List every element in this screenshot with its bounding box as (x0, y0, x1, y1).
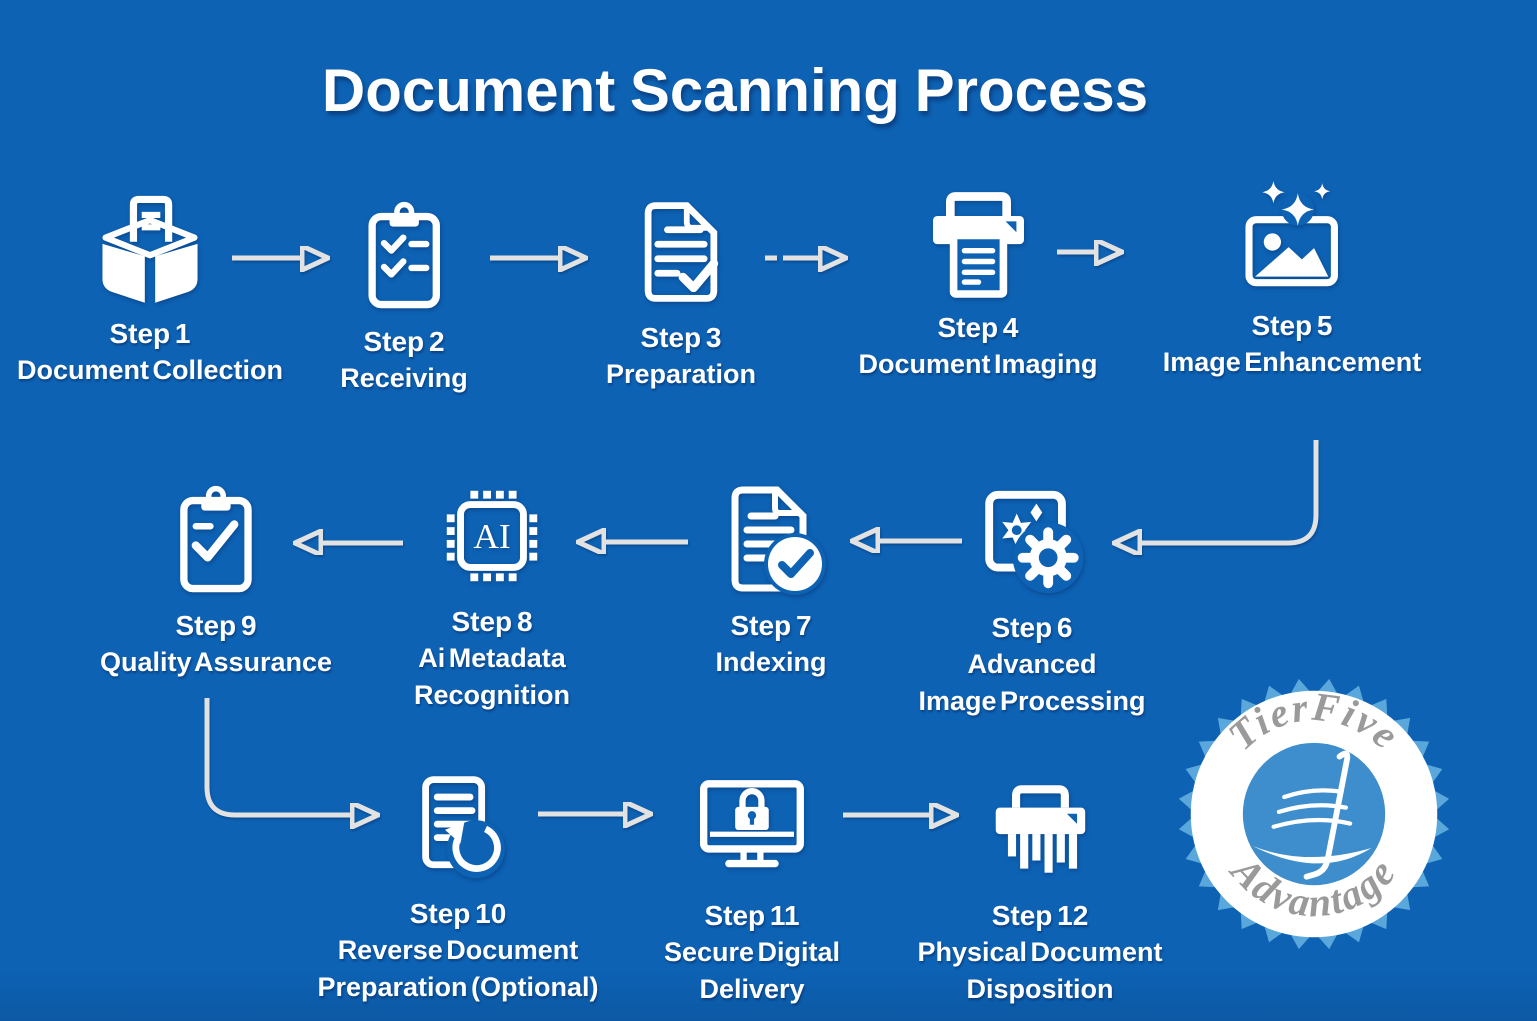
step-10: Step 10 Reverse Document Preparation (Op… (317, 770, 599, 1006)
ai-chip-text: AI (473, 516, 510, 556)
step-name: Document Imaging (858, 349, 1098, 379)
page-title: Document Scanning Process (321, 57, 1149, 124)
document-undo-icon (421, 776, 505, 879)
step-label: Step 8 (451, 606, 533, 637)
clipboard-check-icon (180, 485, 252, 593)
step-label: Step 9 (175, 610, 257, 641)
arrow-step9-step10 (204, 698, 352, 815)
printer-scanner-icon (932, 192, 1024, 298)
step-3: Step 3 Preparation (606, 194, 756, 393)
step-12: Step 12 Physical Document Disposition (917, 772, 1163, 1008)
document-verified-icon (731, 486, 826, 595)
step-label: Step 6 (991, 612, 1073, 643)
step-4: Step 4 Document Imaging (858, 184, 1098, 383)
step-label: Step 11 (704, 900, 800, 931)
step-5: Step 5 Image Enhancement (1162, 181, 1422, 381)
step-7: Step 7 Indexing (711, 482, 831, 681)
step-label: Step 5 (1251, 310, 1333, 341)
secure-monitor-icon (700, 780, 804, 868)
step-name: Secure Digital Delivery (663, 937, 841, 1004)
step-name: Indexing (715, 647, 827, 677)
step-label: Step 4 (937, 312, 1019, 343)
step-name: Image Enhancement (1162, 347, 1422, 377)
badge-center (1242, 742, 1386, 886)
step-name: Document Collection (16, 355, 284, 385)
step-label: Step 12 (991, 900, 1089, 931)
step-name: Advanced Image Processing (918, 649, 1146, 716)
image-sparkle-icon (1245, 181, 1339, 287)
step-name: Physical Document Disposition (917, 937, 1163, 1004)
step-2: Step 2 Receiving (340, 198, 468, 397)
box-documents-icon (102, 195, 198, 303)
step-8: AI Step 8 Ai Metadata Recognition (414, 478, 570, 714)
step-1: Step 1 Document Collection (17, 190, 283, 389)
step-name: Reverse Document Preparation (Optional) (317, 935, 599, 1002)
step-11: Step 11 Secure Digital Delivery (664, 772, 840, 1008)
arrow-step5-step6 (1140, 440, 1319, 543)
clipboard-checklist-icon (368, 201, 440, 309)
document-check-icon (644, 202, 719, 302)
ai-chip-icon: AI (446, 490, 538, 582)
step-name: Ai Metadata Recognition (414, 643, 570, 710)
step-label: Step 7 (730, 610, 812, 641)
tierfive-swoosh-logo (1252, 750, 1372, 880)
step-name: Receiving (340, 363, 468, 393)
step-label: Step 3 (640, 322, 722, 353)
step-9: Step 9 Quality Assurance (100, 482, 332, 681)
step-label: Step 1 (109, 318, 191, 349)
shredder-icon (995, 785, 1085, 873)
step-name: Quality Assurance (99, 647, 333, 677)
tierfive-advantage-badge: TierFive Advantage (1178, 678, 1450, 955)
step-label: Step 10 (409, 898, 507, 929)
image-gear-icon (984, 490, 1084, 594)
step-name: Preparation (605, 359, 757, 389)
step-label: Step 2 (363, 326, 445, 357)
step-6: Step 6 Advanced Image Processing (918, 484, 1146, 720)
